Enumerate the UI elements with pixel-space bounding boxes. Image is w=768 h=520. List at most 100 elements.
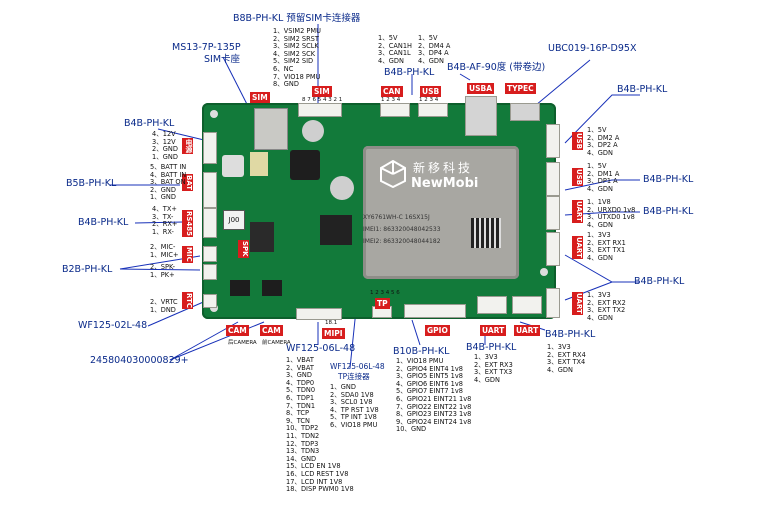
label-bat-conn: B5B-PH-KL [66, 178, 117, 189]
camera-connector [230, 280, 250, 296]
pin-line: 14、GND [286, 454, 317, 463]
pin-line: 1、PK+ [150, 270, 175, 279]
label-uart-right-2-conn: B4B-PH-KL [634, 276, 685, 287]
pin-line: 5、TDN0 [286, 386, 316, 395]
pinout-rs485: 4、TX+3、TX-2、RX+1、RX- [152, 205, 177, 236]
label-power-conn: B4B-PH-KL [124, 118, 175, 129]
pin-line: 3、DP1 A [587, 177, 618, 186]
ic-chip [290, 150, 320, 180]
module-model: XY6761WH-C 16SX15J [363, 214, 430, 221]
label-sim-reserve: B8B-PH-KL 预留SIM卡连接器 [233, 13, 361, 24]
inductor [222, 155, 244, 177]
pin-line: 3、EXT TX3 [474, 368, 513, 377]
pin-line: 3、GND [286, 371, 312, 380]
pin-line: 2、DM1 A [587, 169, 620, 178]
tag-mic: MIC [182, 246, 193, 263]
tag-uart-bottom-2: UART [514, 325, 541, 336]
pin-line: 2、URXD0 1v8 [587, 205, 636, 214]
label-usb-right-1-conn: B4B-PH-KL [617, 84, 668, 95]
pin-line: 10、TDP2 [286, 424, 319, 433]
pin-line: 7、GPIO22 EINT22 1v8 [396, 402, 472, 411]
pin-line: 8、GPIO23 EINT23 1v8 [396, 410, 472, 419]
label-uart-bottom-2-conn: B4B-PH-KL [545, 329, 596, 340]
mic-connector [203, 246, 217, 262]
pin-line: 2、SIM2 SRST [273, 34, 319, 43]
tag-mipi: MIPI [322, 328, 345, 339]
pin-line: 1、GND [152, 152, 178, 161]
uart-bottom-1-connector [477, 296, 507, 314]
tag-sim: SIM [250, 92, 270, 103]
pin-line: 6、GPIO21 EINT21 1v8 [396, 394, 472, 403]
pin-line: 1、3V3 [474, 353, 498, 361]
pin-line: 2、VBAT [286, 363, 314, 372]
pin-line: 2、VRTC [150, 298, 178, 306]
pin-line: 4、GDN [587, 148, 613, 157]
pin-line: 4、GDN [547, 365, 573, 374]
pin-line: 4、GPIO6 EINT6 1v8 [396, 379, 463, 388]
tag-bat: BAT [182, 174, 193, 191]
pin-line: 3、12V [152, 137, 176, 146]
pin-line: 3、SIM2 SCLK [273, 42, 319, 51]
pin-line: 5、BATT IN [150, 163, 187, 171]
sim-pin-numbers: 8 7 6 5 4 3 2 1 [302, 97, 343, 103]
pin-line: 5、GPIO7 EINT7 1v8 [396, 387, 463, 396]
bat-connector [203, 172, 217, 208]
tag-sim-reserve: SIM [312, 86, 332, 97]
spk-connector [203, 264, 217, 280]
usb-pin-numbers: 1 2 3 4 [419, 97, 439, 103]
label-mipi-conn: WF125-06L-48 [286, 343, 356, 354]
tag-cam-front: CAM [260, 325, 283, 336]
pin-line: 3、EXT TX2 [587, 306, 626, 315]
pin-line: 3、DP2 A [587, 141, 618, 150]
tp-pin-numbers: 1 2 3 4 5 6 [370, 290, 400, 296]
chip-label: J00 [223, 210, 245, 230]
tag-usb-right-2: USB [572, 168, 583, 187]
pin-line: 4、12V [152, 130, 176, 138]
pin-line: 1、MIC+ [150, 250, 179, 259]
pin-line: 3、GPIO5 EINT5 1v8 [396, 372, 463, 381]
pin-line: 2、DM2 A [587, 133, 620, 142]
pin-line: 2、MIC- [150, 243, 176, 251]
pin-line: 4、GDN [587, 220, 613, 229]
pin-line: 4、TP RST 1V8 [330, 405, 379, 414]
label-tp-conn: WF125-06L-48 [330, 362, 385, 371]
pin-line: 4、BATT IN [150, 170, 187, 179]
pin-line: 1、GND [330, 383, 356, 391]
pin-line: 1、5V [587, 162, 607, 170]
tag-uart-right-2: UART [572, 236, 583, 259]
label-can-usb-conn: B4B-PH-KL [384, 67, 435, 78]
label-usb-right-2-conn: B4B-PH-KL [643, 174, 694, 185]
mount-hole [210, 304, 218, 312]
rtc-connector [203, 294, 217, 308]
label-mic-spk-conn: B2B-PH-KL [62, 264, 113, 275]
label-rs485-conn: B4B-PH-KL [78, 217, 129, 228]
pin-line: 4、GDN [418, 56, 444, 65]
tag-rs485: RS485 [182, 210, 193, 238]
gpio-connector [404, 304, 466, 318]
pin-line: 1、VIO18 PMU [396, 357, 444, 365]
pin-line: 3、BAT ON [150, 178, 186, 187]
label-tp-conn-cn: TP连接器 [338, 372, 370, 381]
label-rtc-conn: WF125-02L-48 [78, 320, 148, 331]
module-imei2: IMEI2: 863320048044182 [363, 238, 441, 245]
pin-line: 4、GDN [587, 184, 613, 193]
usb-top-connector [418, 103, 448, 117]
mipi-pin-numbers: 18.1 [325, 320, 338, 326]
brand-name-cn: 新移科技 [413, 161, 474, 175]
pin-line: 3、UTXD0 1v8 [587, 213, 635, 222]
pin-line: 1、RX- [152, 227, 174, 236]
pin-line: 3、EXT TX1 [587, 246, 626, 255]
pin-line: 6、TDP1 [286, 393, 315, 402]
uart-right-1-connector [546, 196, 560, 230]
pin-line: 2、EXT RX4 [547, 350, 586, 359]
